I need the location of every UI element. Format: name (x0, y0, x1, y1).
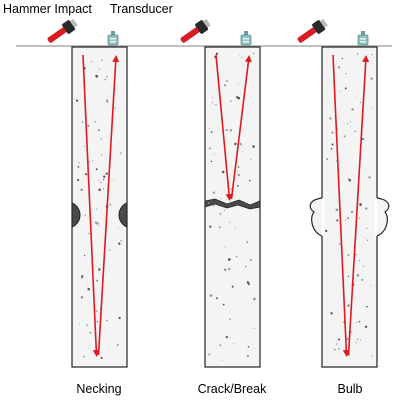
hammer-icon (47, 18, 78, 43)
hammer-icon (297, 18, 328, 43)
crack-band (204, 198, 261, 210)
bulb-left (309, 197, 323, 237)
pile-bulb (297, 18, 390, 368)
necking-right (118, 202, 128, 228)
hammer-impact-label: Hammer Impact (3, 2, 92, 16)
caption-bulb: Bulb (337, 382, 363, 396)
transducer-icon (107, 31, 119, 46)
incident-wave (215, 54, 233, 201)
caption-necking: Necking (76, 382, 122, 396)
reflected-wave (97, 55, 120, 356)
transducer-icon (240, 31, 252, 46)
incident-wave (332, 54, 350, 357)
bulb-mask-right (375, 198, 378, 236)
necking-left (71, 202, 81, 228)
aggregate-specks (75, 59, 122, 359)
aggregate-specks (208, 52, 256, 362)
pile-body (321, 46, 378, 368)
pile-body (71, 46, 128, 368)
pile-crack (180, 18, 261, 368)
incident-wave (82, 54, 100, 357)
caption-crack-break: Crack/Break (197, 382, 267, 396)
transducer-icon (357, 31, 369, 46)
hammer-icon (180, 18, 211, 43)
reflected-wave (347, 55, 370, 356)
bulb-mask-left (321, 198, 324, 236)
pile-necking (47, 18, 128, 368)
bulb-right (376, 197, 390, 237)
transducer-label: Transducer (110, 2, 173, 16)
reflected-wave (230, 55, 252, 200)
